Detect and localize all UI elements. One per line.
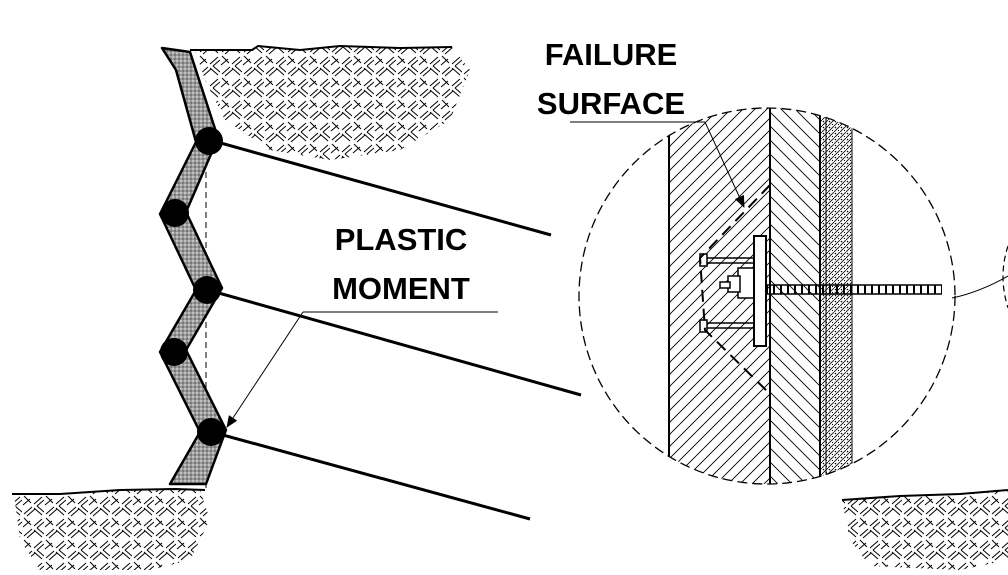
plastic-moment-label: PLASTIC MOMENT	[226, 222, 498, 428]
deformed-wall	[158, 46, 228, 486]
plastic-leader-arrow	[226, 311, 304, 428]
anchor-lines	[207, 138, 582, 521]
anchor-tendon	[766, 284, 942, 295]
hinge-1	[195, 127, 223, 155]
failure-surface-line	[698, 184, 771, 393]
hinge-4	[160, 338, 188, 366]
anchor-3	[211, 430, 531, 521]
failure-label-line2: SURFACE	[537, 86, 685, 121]
hinge-5	[197, 418, 225, 446]
failure-leader-arrow	[704, 121, 745, 208]
bottom-right-soil	[841, 489, 1008, 570]
detail-connector	[951, 275, 1008, 299]
failure-label-line1: FAILURE	[545, 37, 678, 72]
hinge-3	[193, 276, 221, 304]
detail-view	[578, 107, 1008, 485]
anchor-2	[207, 288, 582, 397]
plastic-label-line2: MOMENT	[332, 271, 470, 306]
anchor-1	[209, 138, 552, 237]
plastic-label-line1: PLASTIC	[335, 222, 468, 257]
anchor-head	[699, 235, 767, 347]
plastic-hinges	[160, 127, 225, 446]
bottom-left-soil	[12, 487, 210, 570]
adjacent-circle-arc	[1002, 245, 1008, 309]
top-soil	[190, 44, 470, 160]
hinge-2	[161, 199, 189, 227]
detail-circle-outline	[578, 107, 956, 485]
failure-surface-label: FAILURE SURFACE	[537, 37, 745, 208]
